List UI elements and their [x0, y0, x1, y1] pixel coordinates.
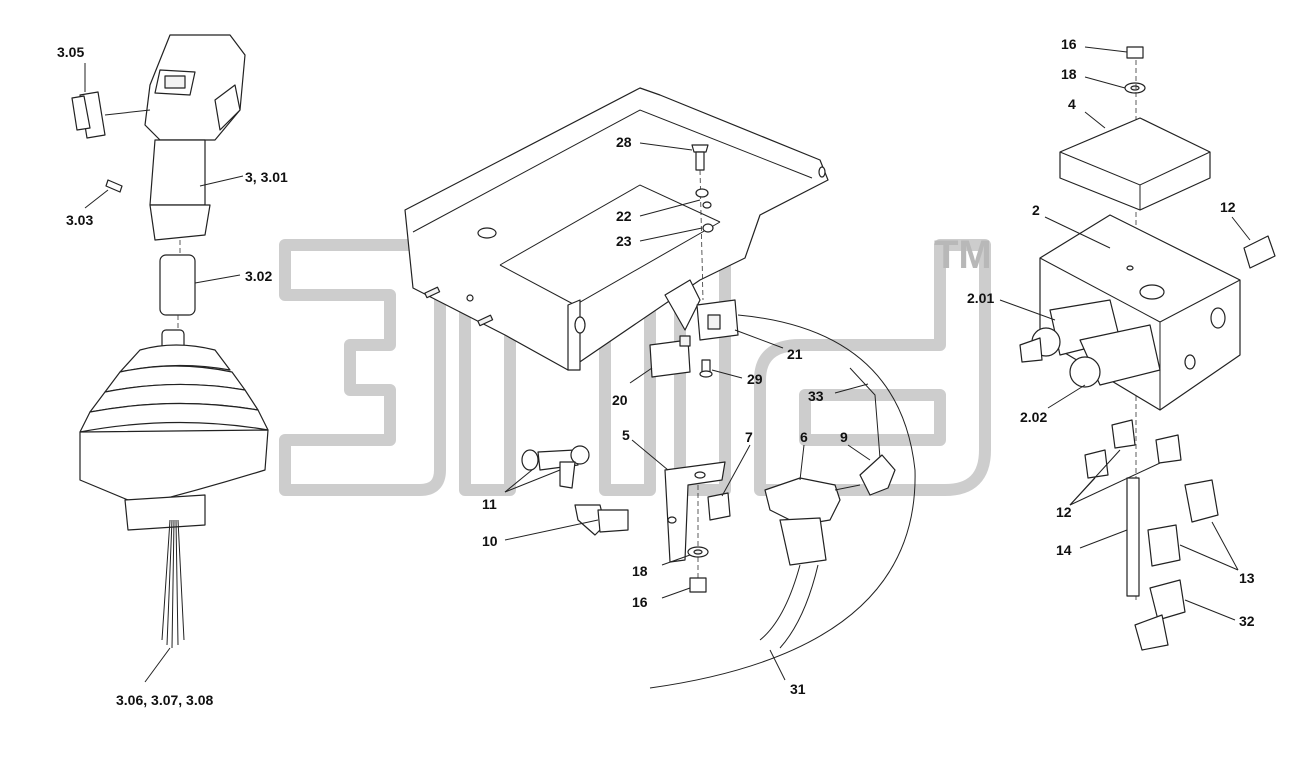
label-23: 23 [616, 233, 632, 249]
label-14: 14 [1056, 542, 1072, 558]
label-21: 21 [787, 346, 803, 362]
label-9: 9 [840, 429, 848, 445]
label-13: 13 [1239, 570, 1255, 586]
label-3-02: 3.02 [245, 268, 272, 284]
label-18-right: 18 [1061, 66, 1077, 82]
label-10: 10 [482, 533, 498, 549]
label-3-03: 3.03 [66, 212, 93, 228]
label-6: 6 [800, 429, 808, 445]
label-29: 29 [747, 371, 763, 387]
label-12-bottom: 12 [1056, 504, 1072, 520]
label-5: 5 [622, 427, 630, 443]
label-4: 4 [1068, 96, 1076, 112]
label-20: 20 [612, 392, 628, 408]
label-32: 32 [1239, 613, 1255, 629]
label-12-top: 12 [1220, 199, 1236, 215]
mounting-bracket [404, 87, 829, 371]
label-7: 7 [745, 429, 753, 445]
center-hardware [504, 142, 916, 689]
label-18-center: 18 [632, 563, 648, 579]
label-22: 22 [616, 208, 632, 224]
label-11: 11 [482, 496, 497, 512]
label-2: 2 [1032, 202, 1040, 218]
label-31: 31 [790, 681, 806, 697]
part-labels: 3.05 3, 3.01 3.03 3.02 3.06, 3.07, 3.08 … [57, 36, 1255, 708]
watermark-tm: TM [934, 233, 992, 277]
joystick-assembly [71, 34, 269, 683]
label-16-center: 16 [632, 594, 648, 610]
label-3-3-01: 3, 3.01 [245, 169, 288, 185]
label-2-01: 2.01 [967, 290, 994, 306]
label-28: 28 [616, 134, 632, 150]
label-2-02: 2.02 [1020, 409, 1047, 425]
valve-block-assembly [999, 46, 1276, 651]
label-3-05: 3.05 [57, 44, 84, 60]
label-16-right: 16 [1061, 36, 1077, 52]
label-33: 33 [808, 388, 824, 404]
label-3-06-3-07-3-08: 3.06, 3.07, 3.08 [116, 692, 214, 708]
